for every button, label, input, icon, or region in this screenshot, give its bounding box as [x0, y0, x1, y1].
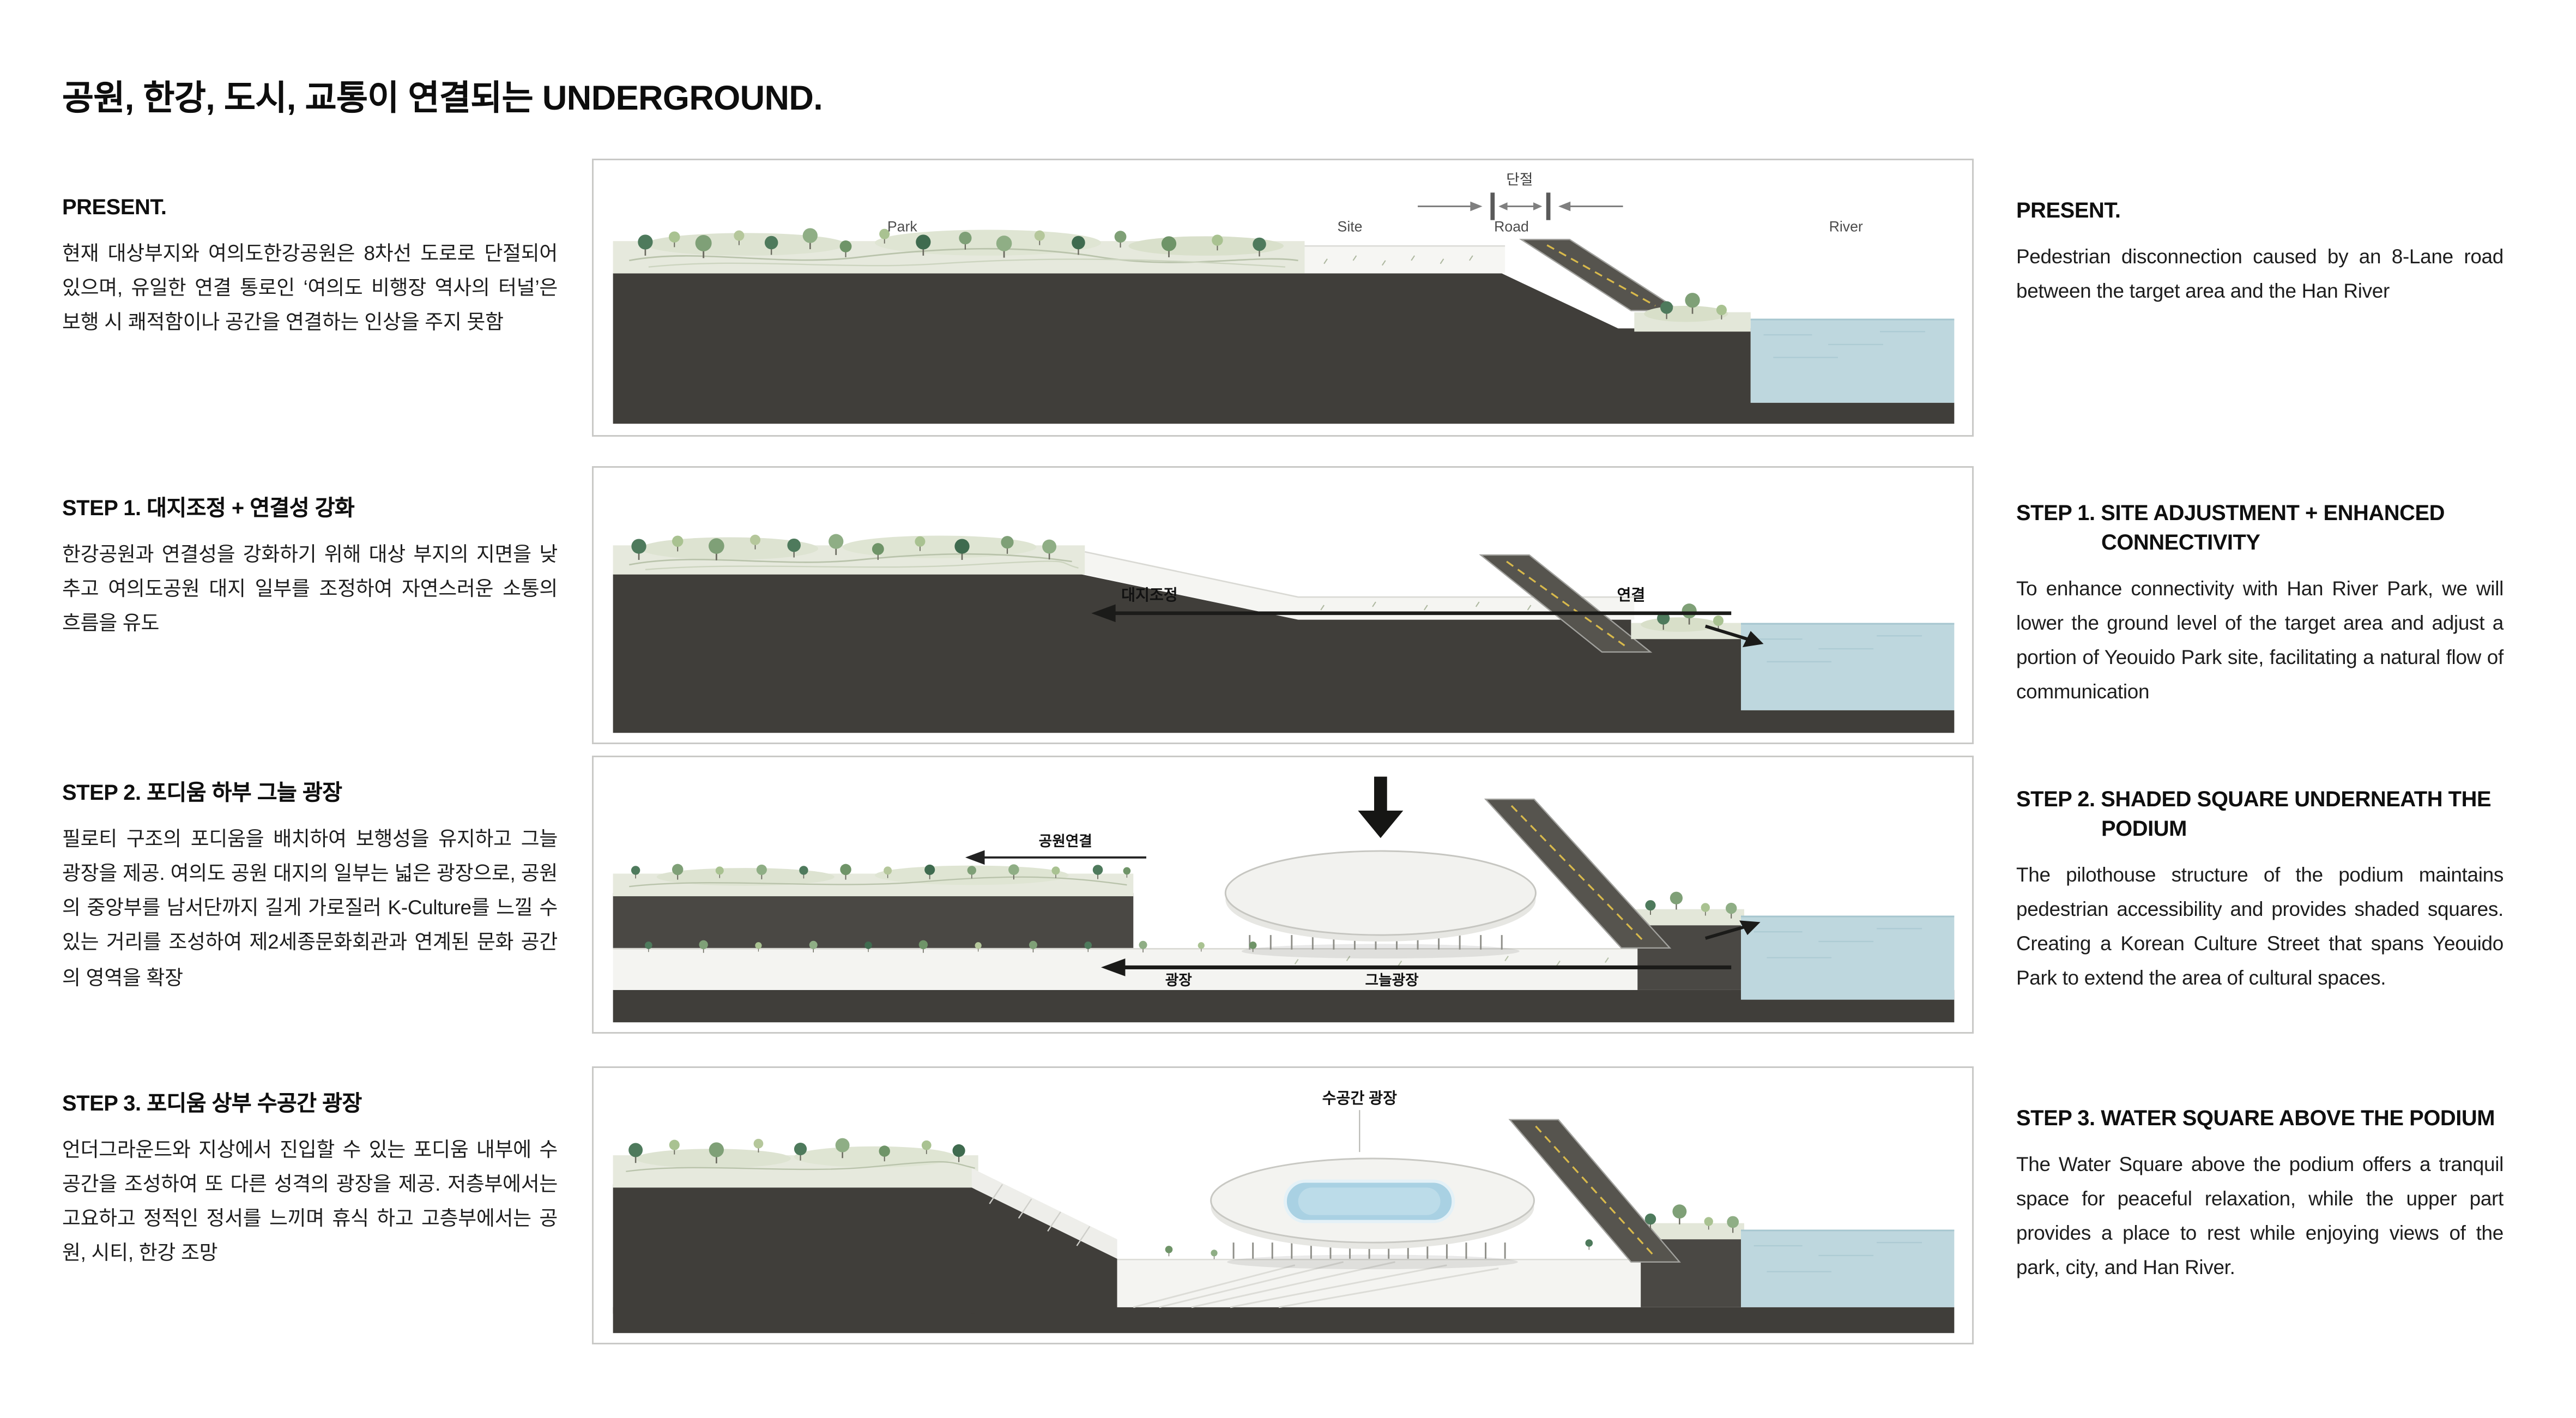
step2-korean-text: STEP 2. 포디움 하부 그늘 광장 필로티 구조의 포디움을 배치하여 보… — [62, 779, 558, 995]
label-square: 광장 — [1165, 972, 1193, 988]
site-adjust-arrow: 대지조정 연결 — [1091, 587, 1732, 623]
river — [1740, 915, 1955, 1000]
ground-base — [613, 989, 1955, 1023]
river-connect-arrow — [1704, 624, 1764, 648]
label-park: Park — [887, 218, 918, 234]
step2-english-text: STEP 2. SHADED SQUARE UNDERNEATH THE POD… — [2016, 785, 2504, 997]
label-river: River — [1829, 218, 1863, 234]
ground-section — [613, 574, 1955, 733]
river — [1740, 1229, 1955, 1307]
label-park-connect: 공원연결 — [1039, 833, 1092, 849]
present-english-text: PRESENT. Pedestrian disconnection caused… — [2016, 196, 2504, 310]
severance-marker: 단절 — [1418, 171, 1623, 220]
diagram-present: Park Site Road River 단절 — [592, 159, 1974, 437]
park-terrain — [613, 535, 1085, 575]
park-connect-arrow: 공원연결 — [965, 833, 1146, 865]
step3-korean-heading: STEP 3. 포디움 상부 수공간 광장 — [62, 1091, 362, 1115]
label-road: Road — [1494, 218, 1529, 234]
site-surface — [1085, 551, 1635, 620]
step2-english-heading: STEP 2. SHADED SQUARE UNDERNEATH THE POD… — [2016, 787, 2492, 841]
ground-section — [613, 273, 1955, 424]
diagram-step2-svg: 공원연결 광장 그늘광장 — [613, 776, 1955, 1023]
step1-english-text: STEP 1. SITE ADJUSTMENT + ENHANCED CONNE… — [2016, 499, 2504, 710]
step3-english-heading: STEP 3. WATER SQUARE ABOVE THE PODIUM — [2016, 1106, 2495, 1130]
road-ramp — [1479, 554, 1653, 653]
diagram-step2: 공원연결 광장 그늘광장 — [592, 756, 1974, 1034]
step1-korean-heading: STEP 1. 대지조정 + 연결성 강화 — [62, 496, 355, 520]
underground-plaza — [1117, 1258, 1641, 1308]
park-terrain — [613, 1146, 978, 1314]
step1-english-body: To enhance connectivity with Han River P… — [2016, 577, 2504, 704]
diagram-step3: 수공간 광장 — [592, 1066, 1974, 1344]
step3-english-body: The Water Square above the podium offers… — [2016, 1152, 2504, 1280]
podium — [1210, 1157, 1535, 1270]
diagram-step1-svg: 대지조정 연결 — [613, 533, 1955, 733]
river — [1750, 318, 1955, 403]
present-english-body: Pedestrian disconnection caused by an 8-… — [2016, 245, 2504, 303]
step2-english-body: The pilothouse structure of the podium m… — [2016, 863, 2504, 990]
step3-korean-text: STEP 3. 포디움 상부 수공간 광장 언더그라운드와 지상에서 진입할 수… — [62, 1089, 558, 1272]
stair-ramp — [971, 1168, 1117, 1259]
step3-korean-body: 언더그라운드와 지상에서 진입할 수 있는 포디움 내부에 수공간을 조성하여 … — [62, 1138, 558, 1265]
site-surface — [1304, 245, 1505, 274]
upper-terrace — [613, 865, 1134, 948]
podium — [1224, 850, 1537, 959]
step2-korean-body: 필로티 구조의 포디움을 배치하여 보행성을 유지하고 그늘 광장을 제공. 여… — [62, 827, 558, 989]
label-site-adjust: 대지조정 — [1121, 587, 1178, 604]
road-ramp — [1508, 1119, 1681, 1263]
step1-english-heading: STEP 1. SITE ADJUSTMENT + ENHANCED CONNE… — [2016, 500, 2445, 554]
label-severance: 단절 — [1506, 171, 1533, 188]
step3-english-text: STEP 3. WATER SQUARE ABOVE THE PODIUM Th… — [2016, 1104, 2504, 1287]
water-square-label: 수공간 광장 — [1322, 1090, 1397, 1152]
park-terrain — [613, 230, 1305, 274]
label-shaded-square: 그늘광장 — [1365, 972, 1419, 988]
label-water-square: 수공간 광장 — [1322, 1090, 1397, 1107]
river-bank — [1634, 909, 1744, 990]
present-korean-body: 현재 대상부지와 여의도한강공원은 8차선 도로로 단절되어 있으며, 유일한 … — [62, 242, 558, 334]
label-site: Site — [1338, 218, 1363, 234]
step1-korean-text: STEP 1. 대지조정 + 연결성 강화 한강공원과 연결성을 강화하기 위해… — [62, 494, 558, 642]
river-connect-arrow — [1704, 920, 1761, 940]
road-ramp — [1484, 798, 1672, 949]
plaza-arrow: 광장 그늘광장 — [1100, 958, 1732, 988]
river — [1740, 623, 1955, 710]
step2-korean-heading: STEP 2. 포디움 하부 그늘 광장 — [62, 780, 342, 805]
entry-arrow-down — [1358, 776, 1404, 838]
step1-korean-body: 한강공원과 연결성을 강화하기 위해 대상 부지의 지면을 낮추고 여의도공원 … — [62, 542, 558, 635]
label-connect: 연결 — [1617, 587, 1645, 604]
present-korean-heading: PRESENT. — [62, 195, 167, 219]
present-korean-text: PRESENT. 현재 대상부지와 여의도한강공원은 8차선 도로로 단절되어 … — [62, 193, 558, 341]
diagram-present-svg: Park Site Road River 단절 — [613, 171, 1955, 424]
river-bank — [1631, 617, 1744, 639]
page-title: 공원, 한강, 도시, 교통이 연결되는 UNDERGROUND. — [62, 80, 823, 118]
slope-ground — [971, 1187, 1117, 1314]
present-english-heading: PRESENT. — [2016, 198, 2121, 222]
diagram-step1: 대지조정 연결 — [592, 466, 1974, 744]
diagram-step3-svg: 수공간 광장 — [613, 1090, 1955, 1333]
